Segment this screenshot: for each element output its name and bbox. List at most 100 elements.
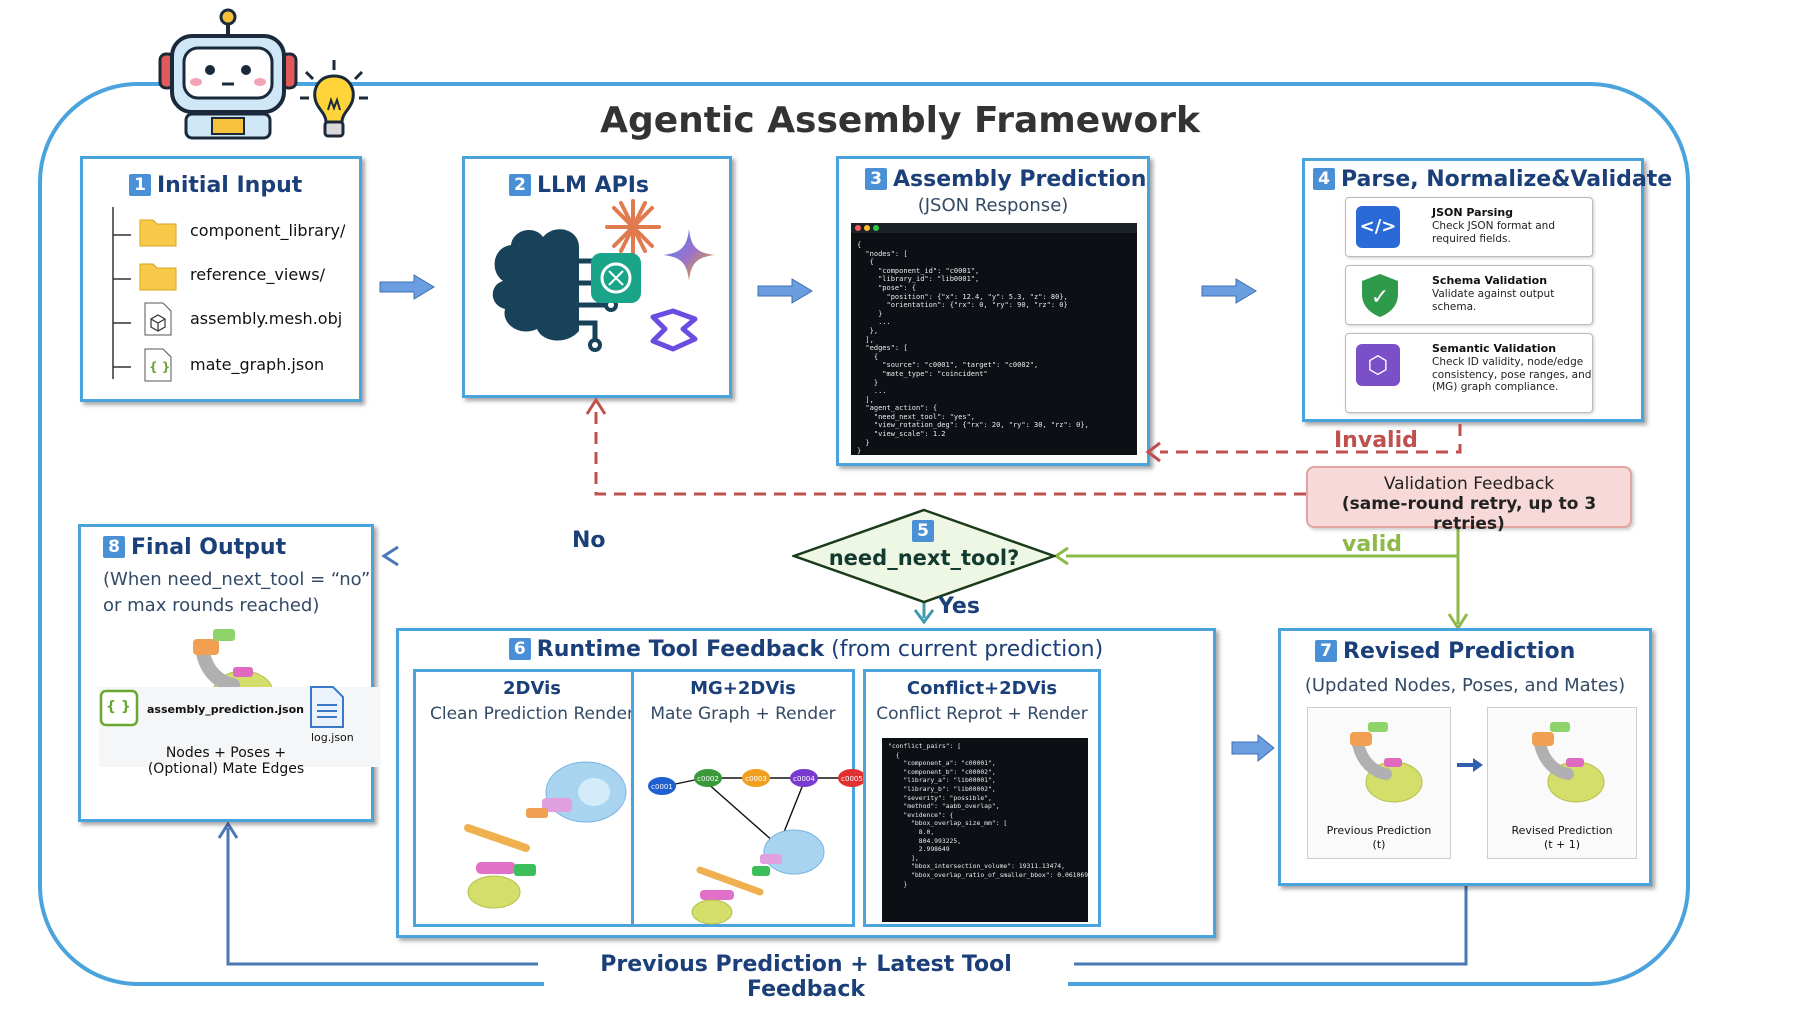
- previous-prediction-image: Previous Prediction (t): [1307, 707, 1451, 859]
- decision-number: 5: [912, 520, 940, 542]
- step-number: 5: [912, 520, 934, 542]
- runtime-title-bold: Runtime Tool Feedback: [536, 637, 825, 662]
- code-line: "method": "aabb_overlap",: [888, 802, 1000, 811]
- panel-title: MG+2DVis: [690, 678, 796, 699]
- card-json-parsing: </> JSON Parsing Check JSON format and r…: [1345, 197, 1593, 257]
- revised-prediction-subtitle: (Updated Nodes, Poses, and Mates): [1304, 675, 1626, 696]
- close-dot-icon: [855, 225, 861, 231]
- arrow-right-icon: [1201, 278, 1257, 304]
- code-line: {: [857, 258, 874, 267]
- graph-node: c0005: [841, 775, 863, 783]
- mate-graph-render: c0001 c0002 c0003 c0004 c0005: [648, 769, 866, 925]
- log-file-icon: [310, 686, 344, 728]
- invalid-label: Invalid: [1334, 428, 1418, 453]
- revised-prediction-box: 7 Revised Prediction (Updated Nodes, Pose…: [1278, 628, 1652, 886]
- code-line: }: [857, 378, 879, 387]
- code-line: ],: [857, 335, 874, 344]
- code-line: ],: [888, 853, 919, 862]
- lightbulb-icon: [300, 60, 368, 138]
- mesh-file-icon: [144, 302, 172, 336]
- assembly-prediction-subtitle: (JSON Response): [917, 195, 1069, 216]
- final-caption2: (Optional) Mate Edges: [147, 761, 305, 777]
- gemini-sparkle-icon: [663, 229, 715, 281]
- code-line: "source": "c0001", "target": "c0002",: [857, 361, 1039, 370]
- step-number: 4: [1313, 168, 1335, 190]
- code-line: "mate_type": "coincident": [857, 369, 988, 378]
- code-line: "library_id": "lib0001",: [857, 275, 980, 284]
- code-line: }: [857, 447, 862, 455]
- card-title: JSON Parsing: [1432, 206, 1514, 219]
- code-line: {: [857, 241, 862, 249]
- previous-caption-t: (t): [1372, 838, 1386, 851]
- code-line: "view_scale": 1.2: [857, 430, 946, 439]
- json-glyph: { }: [149, 360, 171, 374]
- code-icon: </>: [1356, 206, 1400, 248]
- code-line: "view_rotation_deg": {"rx": 20, "ry": 30…: [857, 421, 1089, 430]
- code-line: }: [888, 879, 908, 888]
- code-line: "bbox_intersection_volume": 19311.13474,: [888, 862, 1065, 871]
- card-semantic-validation: ⬡ Semantic Validation Check ID validity,…: [1345, 333, 1593, 413]
- panel-sub: Conflict Reprot + Render: [876, 704, 1088, 724]
- file-assembly-mesh: assembly.mesh.obj: [190, 309, 343, 328]
- arrow-right-icon: [757, 278, 813, 304]
- terminal-titlebar: [851, 223, 1137, 233]
- file-component-library: component_library/: [190, 221, 346, 240]
- step-number: 1: [129, 174, 151, 196]
- maximize-dot-icon: [873, 225, 879, 231]
- code-line: },: [857, 326, 879, 335]
- revised-prediction-image: Revised Prediction (t + 1): [1487, 707, 1637, 859]
- json-file-icon: [144, 348, 172, 382]
- no-label: No: [572, 528, 606, 553]
- panel-title: Conflict+2DVis: [906, 678, 1058, 699]
- code-line: "conflict_pairs": [: [888, 742, 962, 750]
- code-line: "need_next_tool": "yes",: [857, 412, 976, 421]
- revised-prediction-title-text: Revised Prediction: [1343, 639, 1576, 664]
- card-desc: Check ID validity, node/edge consistency…: [1432, 356, 1592, 393]
- step-number: 7: [1315, 640, 1337, 662]
- final-output-title-text: Final Output: [131, 535, 287, 560]
- code-line: "agent_action": {: [857, 404, 938, 413]
- initial-input-title: 1 Initial Input: [129, 173, 302, 198]
- card-desc: Validate against output schema.: [1432, 288, 1555, 313]
- code-line: ...: [857, 318, 891, 327]
- file-reference-views: reference_views/: [190, 265, 325, 284]
- assembly-prediction-title-text: Assembly Prediction: [893, 167, 1147, 192]
- code-line: "component_a": "c00001",: [888, 759, 996, 768]
- final-output-sub1: (When need_next_tool = “no”: [103, 569, 371, 590]
- code-line: ...: [857, 387, 887, 396]
- code-line: "severity": "possible",: [888, 793, 992, 802]
- file-assembly-prediction: assembly_prediction.json: [147, 703, 304, 716]
- code-line: "orientation": {"rx": 0, "ry": 90, "rz":…: [857, 301, 1068, 310]
- code-line: "bbox_overlap_ratio_of_smaller_bbox": 0.…: [888, 870, 1088, 879]
- file-tree-lines: [112, 207, 131, 379]
- panel-sub: Clean Prediction Render: [429, 704, 635, 724]
- feedback-line2: (same-round retry, up to 3 retries): [1341, 494, 1597, 534]
- card-desc: Check JSON format and required fields.: [1432, 220, 1555, 245]
- final-output-sub2: or max rounds reached): [103, 595, 320, 616]
- code-line: }: [857, 309, 883, 318]
- initial-input-title-text: Initial Input: [157, 173, 303, 198]
- code-line: "component_b": "c00002",: [888, 767, 996, 776]
- arrow-right-icon: [1457, 758, 1483, 772]
- code-line: "edges": [: [857, 344, 908, 353]
- code-line: 804.993225,: [888, 836, 962, 845]
- graph-node: c0003: [745, 775, 767, 783]
- code-line: {: [888, 750, 900, 759]
- card-title: Semantic Validation: [1432, 342, 1557, 355]
- valid-label: valid: [1342, 532, 1403, 557]
- copilot-logo-icon: [650, 308, 698, 352]
- code-line: {: [857, 352, 879, 361]
- graph-node: c0002: [697, 775, 719, 783]
- file-mate-graph: mate_graph.json: [190, 355, 325, 374]
- anthropic-star-icon: [605, 199, 661, 255]
- step-number: 6: [508, 638, 531, 660]
- panel-sub: Mate Graph + Render: [650, 704, 836, 724]
- decision-text: need_next_tool?: [828, 546, 1020, 570]
